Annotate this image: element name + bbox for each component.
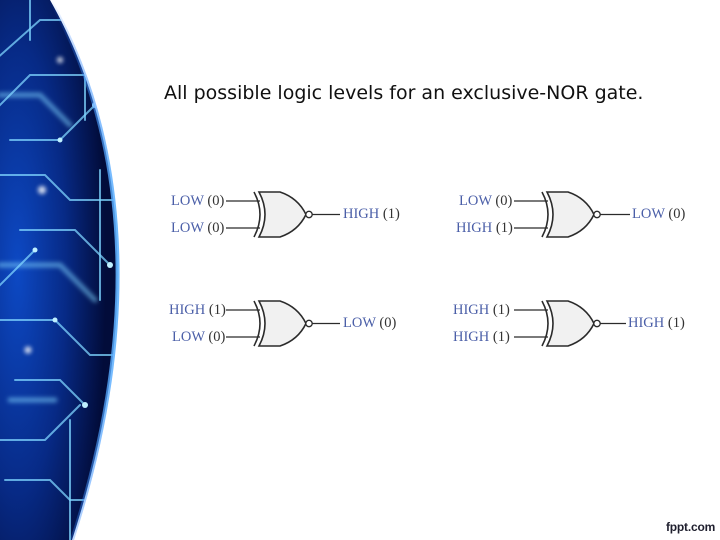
xnor-gate-figure-3: HIGH (1) LOW (0) LOW (0) (168, 299, 408, 349)
circuit-arc-edge (48, 0, 120, 540)
xnor-gate-figure-4: HIGH (1) HIGH (1) HIGH (1) (452, 299, 702, 349)
input-a-level: LOW (0) (459, 193, 513, 209)
input-b-level: HIGH (1) (456, 220, 513, 236)
slide-title: All possible logic levels for an exclusi… (164, 82, 644, 104)
xnor-gate-symbol (514, 191, 630, 238)
output-level: HIGH (1) (628, 315, 685, 331)
input-b-level: HIGH (1) (453, 329, 510, 345)
circuit-arc-panel (0, 0, 118, 540)
output-level: HIGH (1) (343, 206, 400, 222)
xnor-gate-symbol (226, 300, 340, 347)
brand-logo: fppt.com (666, 520, 716, 534)
input-b-level: LOW (0) (172, 329, 226, 345)
xnor-gate-figure-2: LOW (0) HIGH (1) LOW (0) (456, 190, 696, 240)
input-a-level: HIGH (1) (169, 302, 226, 318)
xnor-gate-figure-1: LOW (0) LOW (0) HIGH (1) (168, 190, 408, 240)
input-a-level: LOW (0) (171, 193, 225, 209)
output-level: LOW (0) (343, 315, 397, 331)
xnor-gate-symbol (226, 191, 340, 238)
output-level: LOW (0) (632, 206, 686, 222)
input-b-level: LOW (0) (171, 220, 225, 236)
xnor-gate-symbol (514, 300, 626, 347)
input-a-level: HIGH (1) (453, 302, 510, 318)
